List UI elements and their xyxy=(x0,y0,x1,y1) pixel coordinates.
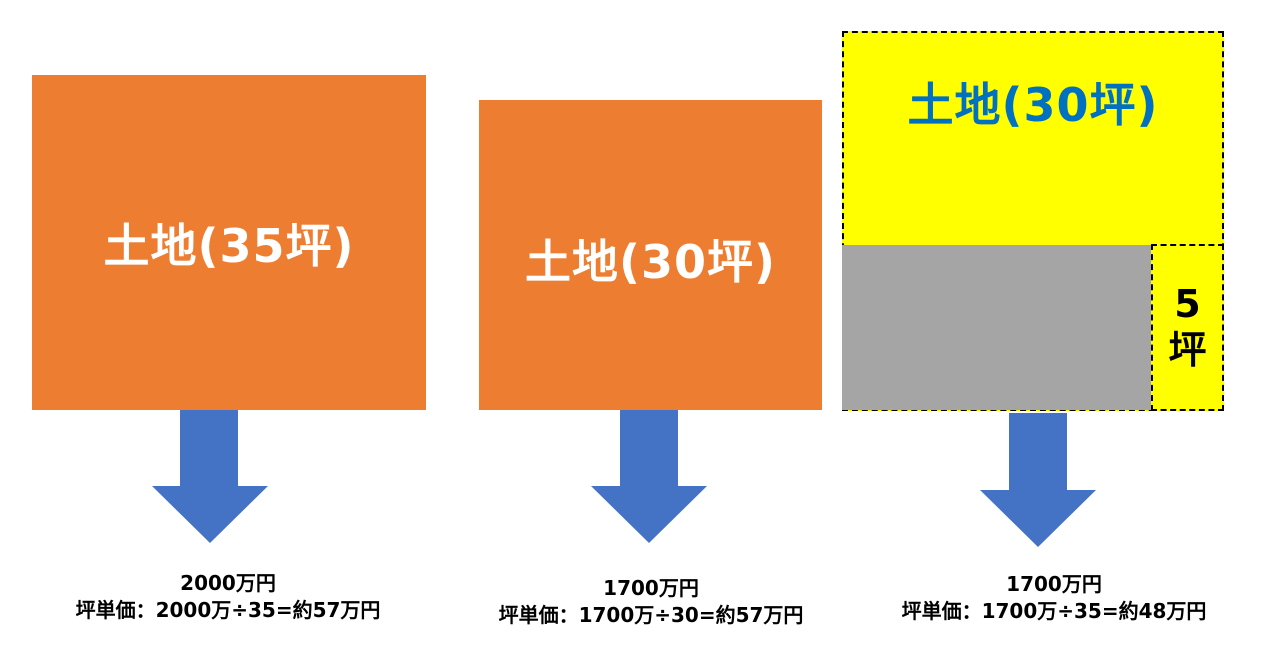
down-arrow-icon xyxy=(591,410,707,544)
down-arrow-icon xyxy=(152,410,268,544)
total-price: 1700万円 xyxy=(1006,572,1102,596)
land-35-tsubo-block: 土地(35坪) xyxy=(32,75,426,410)
price-caption-1: 2000万円 坪単価：2000万÷35=約57万円 xyxy=(0,570,456,624)
total-price: 2000万円 xyxy=(180,571,276,595)
unit-price: 坪単価：1700万÷30=約57万円 xyxy=(498,603,804,627)
land-label: 土地(30坪) xyxy=(907,78,1159,132)
extra-area-unit: 坪 xyxy=(1168,327,1207,372)
price-caption-3: 1700万円 坪単価：1700万÷35=約48万円 xyxy=(826,571,1264,625)
extra-5-tsubo-block: 5 坪 xyxy=(1151,244,1224,411)
building-area-block xyxy=(842,245,1151,410)
price-caption-2: 1700万円 坪単価：1700万÷30=約57万円 xyxy=(422,575,880,629)
total-price: 1700万円 xyxy=(603,576,699,600)
unit-price: 坪単価：2000万÷35=約57万円 xyxy=(75,598,381,622)
unit-price: 坪単価：1700万÷35=約48万円 xyxy=(901,599,1207,623)
down-arrow-icon xyxy=(980,413,1096,548)
land-label: 土地(35坪) xyxy=(103,218,355,273)
land-label: 土地(30坪) xyxy=(524,235,777,289)
extra-area-number: 5 xyxy=(1174,281,1201,326)
land-30-tsubo-block: 土地(30坪) xyxy=(479,100,822,410)
